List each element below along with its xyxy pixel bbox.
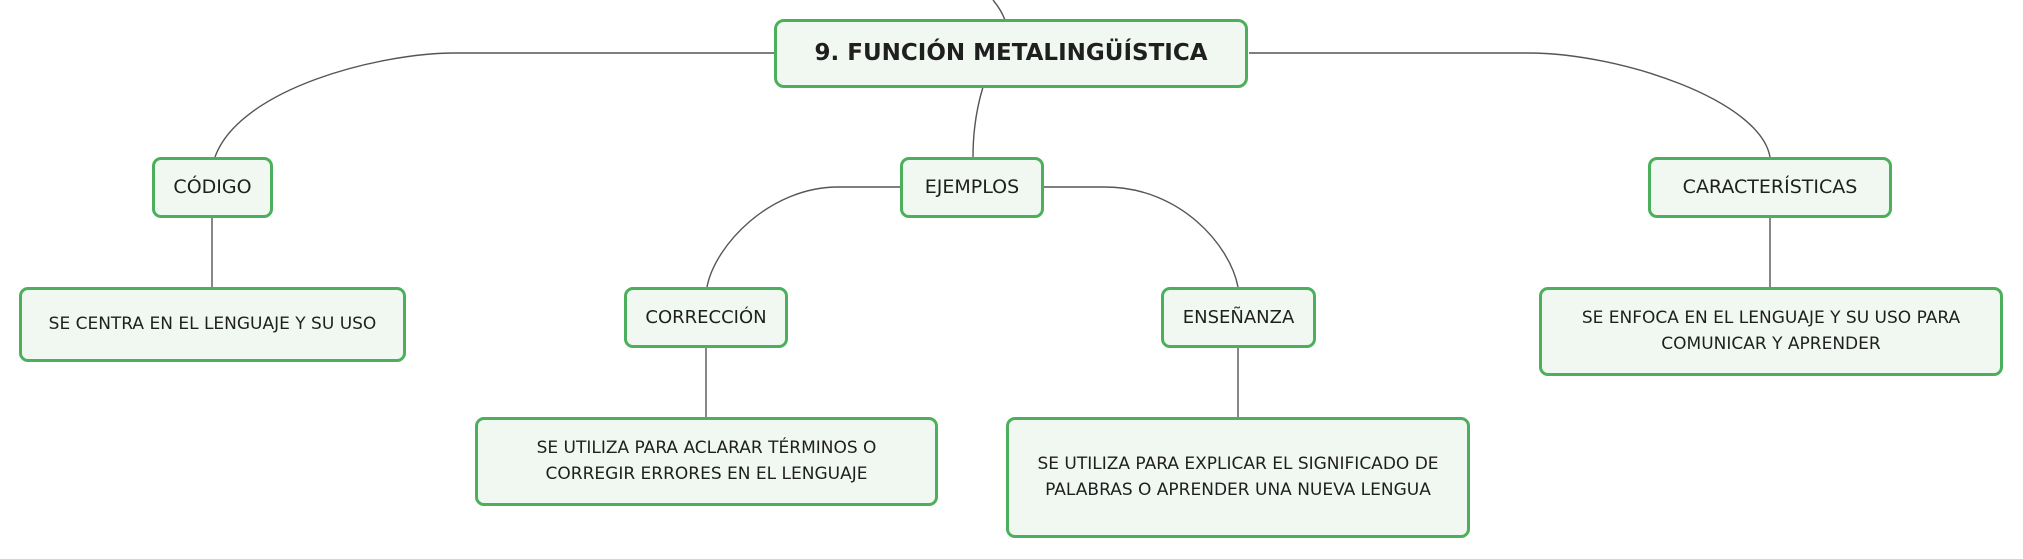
correccion-node-label: CORRECCIÓN <box>645 307 767 328</box>
caracteristicas-node-label: CARACTERÍSTICAS <box>1682 176 1858 199</box>
correccion-node[interactable]: CORRECCIÓN <box>624 287 788 348</box>
root-node-label: 9. FUNCIÓN METALINGÜÍSTICA <box>814 40 1208 67</box>
connector-root-caracteristicas <box>1249 52 1771 158</box>
connector-root-ejemplos <box>972 86 984 158</box>
caracteristicas-node[interactable]: CARACTERÍSTICAS <box>1648 157 1892 218</box>
connector-ejemplos-correccion <box>706 186 900 288</box>
caracteristicas-description-label: SE ENFOCA EN EL LENGUAJE Y SU USO PARA C… <box>1581 308 1961 354</box>
correccion-description-label: SE UTILIZA PARA ACLARAR TÉRMINOS O CORRE… <box>536 438 877 484</box>
codigo-description-label: SE CENTRA EN EL LENGUAJE Y SU USO <box>48 313 377 334</box>
caracteristicas-description-node[interactable]: SE ENFOCA EN EL LENGUAJE Y SU USO PARA C… <box>1539 287 2003 376</box>
connector-top-stub <box>992 0 1006 21</box>
codigo-node-label: CÓDIGO <box>173 176 252 199</box>
connector-ejemplos-ensenanza <box>1043 186 1239 288</box>
ejemplos-node[interactable]: EJEMPLOS <box>900 157 1044 218</box>
ensenanza-description-label: SE UTILIZA PARA EXPLICAR EL SIGNIFICADO … <box>1037 454 1439 500</box>
ensenanza-node-label: ENSEÑANZA <box>1182 307 1295 328</box>
connector-root-codigo <box>214 52 775 158</box>
ensenanza-description-node[interactable]: SE UTILIZA PARA EXPLICAR EL SIGNIFICADO … <box>1006 417 1470 538</box>
codigo-node[interactable]: CÓDIGO <box>152 157 273 218</box>
ensenanza-node[interactable]: ENSEÑANZA <box>1161 287 1316 348</box>
root-node[interactable]: 9. FUNCIÓN METALINGÜÍSTICA <box>774 19 1248 88</box>
correccion-description-node[interactable]: SE UTILIZA PARA ACLARAR TÉRMINOS O CORRE… <box>475 417 938 506</box>
codigo-description-node[interactable]: SE CENTRA EN EL LENGUAJE Y SU USO <box>19 287 406 362</box>
ejemplos-node-label: EJEMPLOS <box>924 176 1020 199</box>
